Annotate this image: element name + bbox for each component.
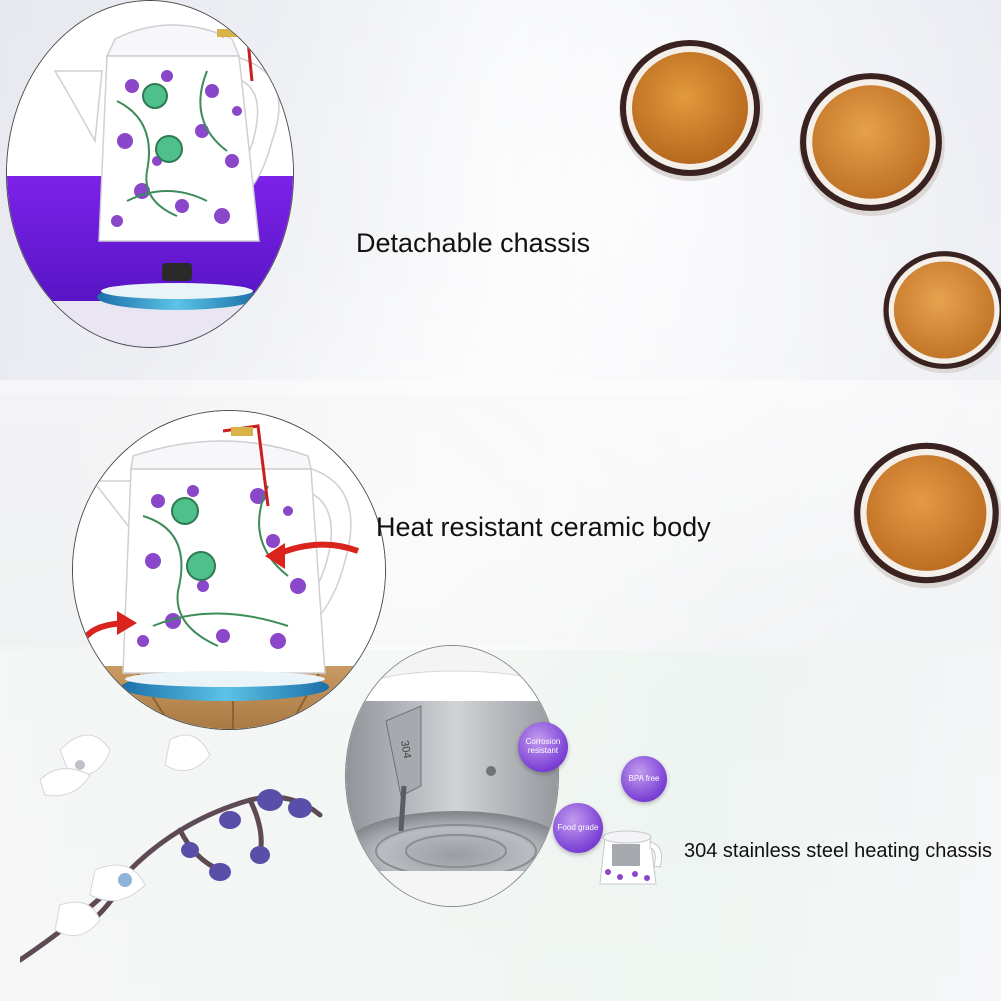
- mini-kettle-thumbnail: [599, 830, 663, 885]
- kettle-on-purple-illustration: [7, 1, 293, 347]
- food-grade-label: Food grade: [557, 822, 599, 832]
- corrosion-resistant-badge: Corrosion resistant: [518, 722, 568, 772]
- food-grade-badge: Food grade: [553, 803, 603, 853]
- tea-cup-2: [799, 73, 945, 216]
- orchid-branch-decoration: [20, 734, 323, 963]
- ceramic-body-caption: Heat resistant ceramic body: [376, 512, 711, 542]
- detachable-chassis-caption: Detachable chassis: [356, 228, 591, 258]
- tea-cup-1: [619, 40, 763, 181]
- tea-cup-4: [853, 442, 1001, 589]
- ceramic-body-photo: [72, 410, 386, 730]
- steel-grade-label: 304: [398, 739, 413, 759]
- bpa-free-badge: BPA free: [621, 756, 667, 802]
- steel-chassis-illustration: 304: [346, 646, 558, 906]
- stainless-steel-interior-photo: 304: [345, 645, 559, 907]
- steel-chassis-caption: 304 stainless steel heating chassis: [684, 840, 992, 862]
- tea-cup-3: [882, 251, 1001, 374]
- bpa-free-label: BPA free: [628, 773, 660, 783]
- corrosion-resistant-label: Corrosion resistant: [525, 737, 561, 755]
- kettle-rotating-illustration: [73, 411, 385, 729]
- detachable-chassis-photo: [6, 0, 294, 348]
